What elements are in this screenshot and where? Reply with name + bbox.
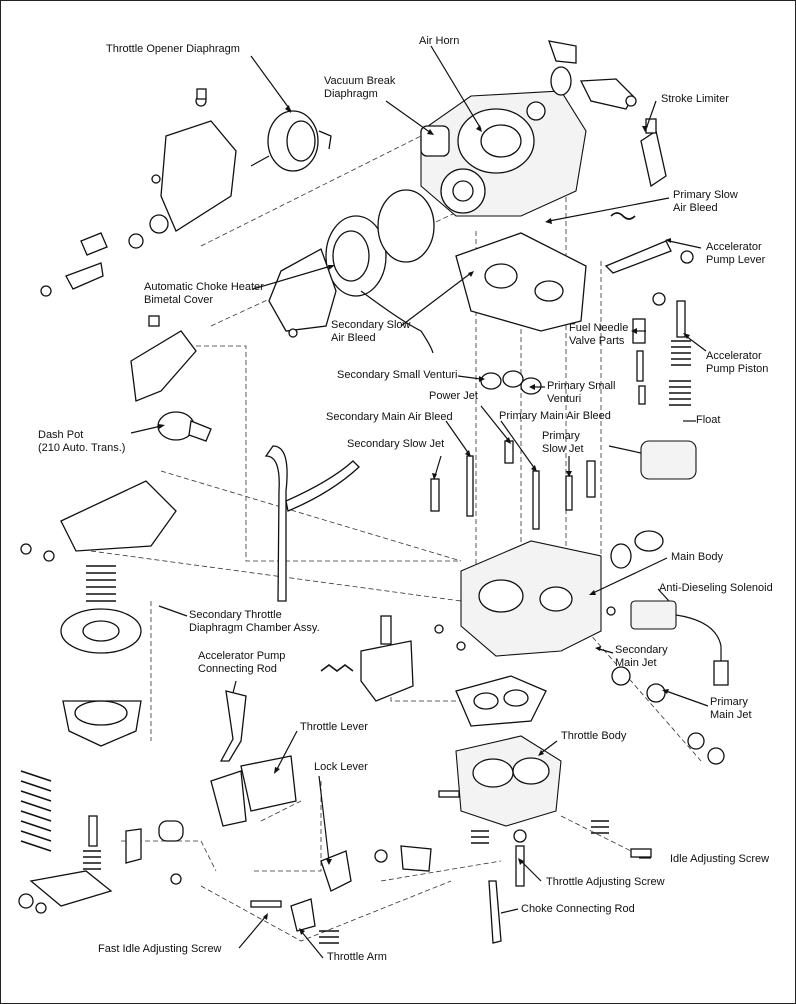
label-throttle-adjusting-screw: Throttle Adjusting Screw — [546, 876, 665, 888]
air-horn-part — [420, 40, 637, 217]
fuel-hose-part — [264, 445, 360, 602]
label-idle-adjusting-screw: Idle Adjusting Screw — [670, 853, 770, 865]
label-choke-connecting-rod: Choke Connecting Rod — [521, 903, 635, 915]
label-dash-pot: Dash Pot (210 Auto. Trans.) — [38, 429, 126, 454]
label-secondary-main-jet: Secondary Main Jet — [615, 644, 668, 669]
label-stroke-limiter: Stroke Limiter — [661, 93, 729, 105]
fuel-needle-part — [632, 292, 691, 406]
label-vacuum-break-diaphragm: Vacuum Break Diaphragm — [324, 75, 396, 100]
label-fuel-needle-valve-parts: Fuel Needle Valve Parts — [569, 322, 629, 347]
label-accelerator-pump-piston: Accelerator Pump Piston — [706, 350, 769, 375]
secondary-diaphragm-part — [20, 480, 177, 747]
linkage-parts — [18, 615, 725, 944]
label-throttle-opener-diaphragm: Throttle Opener Diaphragm — [106, 43, 240, 55]
throttle-body-part — [438, 675, 562, 827]
label-float: Float — [696, 414, 721, 426]
label-primary-slow-air-bleed: Primary Slow Air Bleed — [673, 189, 738, 214]
label-accelerator-pump-lever: Accelerator Pump Lever — [706, 241, 766, 266]
leader-lines — [130, 45, 709, 959]
main-body-part — [460, 530, 664, 657]
air-horn-gasket-part — [455, 232, 587, 332]
label-primary-slow-jet: Primary Slow Jet — [542, 430, 584, 455]
label-air-horn: Air Horn — [419, 35, 460, 47]
label-main-body: Main Body — [671, 551, 723, 563]
label-secondary-small-venturi: Secondary Small Venturi — [337, 369, 458, 381]
throttle-opener-part — [40, 88, 332, 297]
float-part — [608, 440, 697, 480]
label-accelerator-pump-connecting-rod: Accelerator Pump Connecting Rod — [198, 650, 286, 675]
venturi-part — [480, 370, 542, 395]
label-anti-dieseling-solenoid: Anti-Dieseling Solenoid — [659, 582, 773, 594]
label-secondary-throttle-diaphragm-chamber-assy: Secondary Throttle Diaphragm Chamber Ass… — [189, 609, 320, 634]
label-throttle-arm: Throttle Arm — [327, 951, 387, 963]
label-automatic-choke-heater-bimetal-cover: Automatic Choke Heater Bimetal Cover — [144, 281, 264, 306]
label-primary-small-venturi: Primary Small Venturi — [547, 380, 616, 405]
label-primary-main-jet: Primary Main Jet — [710, 696, 752, 721]
label-lock-lever: Lock Lever — [314, 761, 368, 773]
label-fast-idle-adjusting-screw: Fast Idle Adjusting Screw — [98, 943, 222, 955]
label-primary-main-air-bleed: Primary Main Air Bleed — [499, 410, 611, 422]
label-throttle-lever: Throttle Lever — [300, 721, 368, 733]
label-power-jet: Power Jet — [429, 390, 478, 402]
label-secondary-slow-air-bleed: Secondary Slow Air Bleed — [331, 319, 411, 344]
dash-pot-part — [130, 315, 212, 442]
label-throttle-body: Throttle Body — [561, 730, 627, 742]
label-secondary-slow-jet: Secondary Slow Jet — [347, 438, 445, 450]
solenoid-part — [630, 600, 729, 686]
label-secondary-main-air-bleed: Secondary Main Air Bleed — [326, 411, 453, 423]
